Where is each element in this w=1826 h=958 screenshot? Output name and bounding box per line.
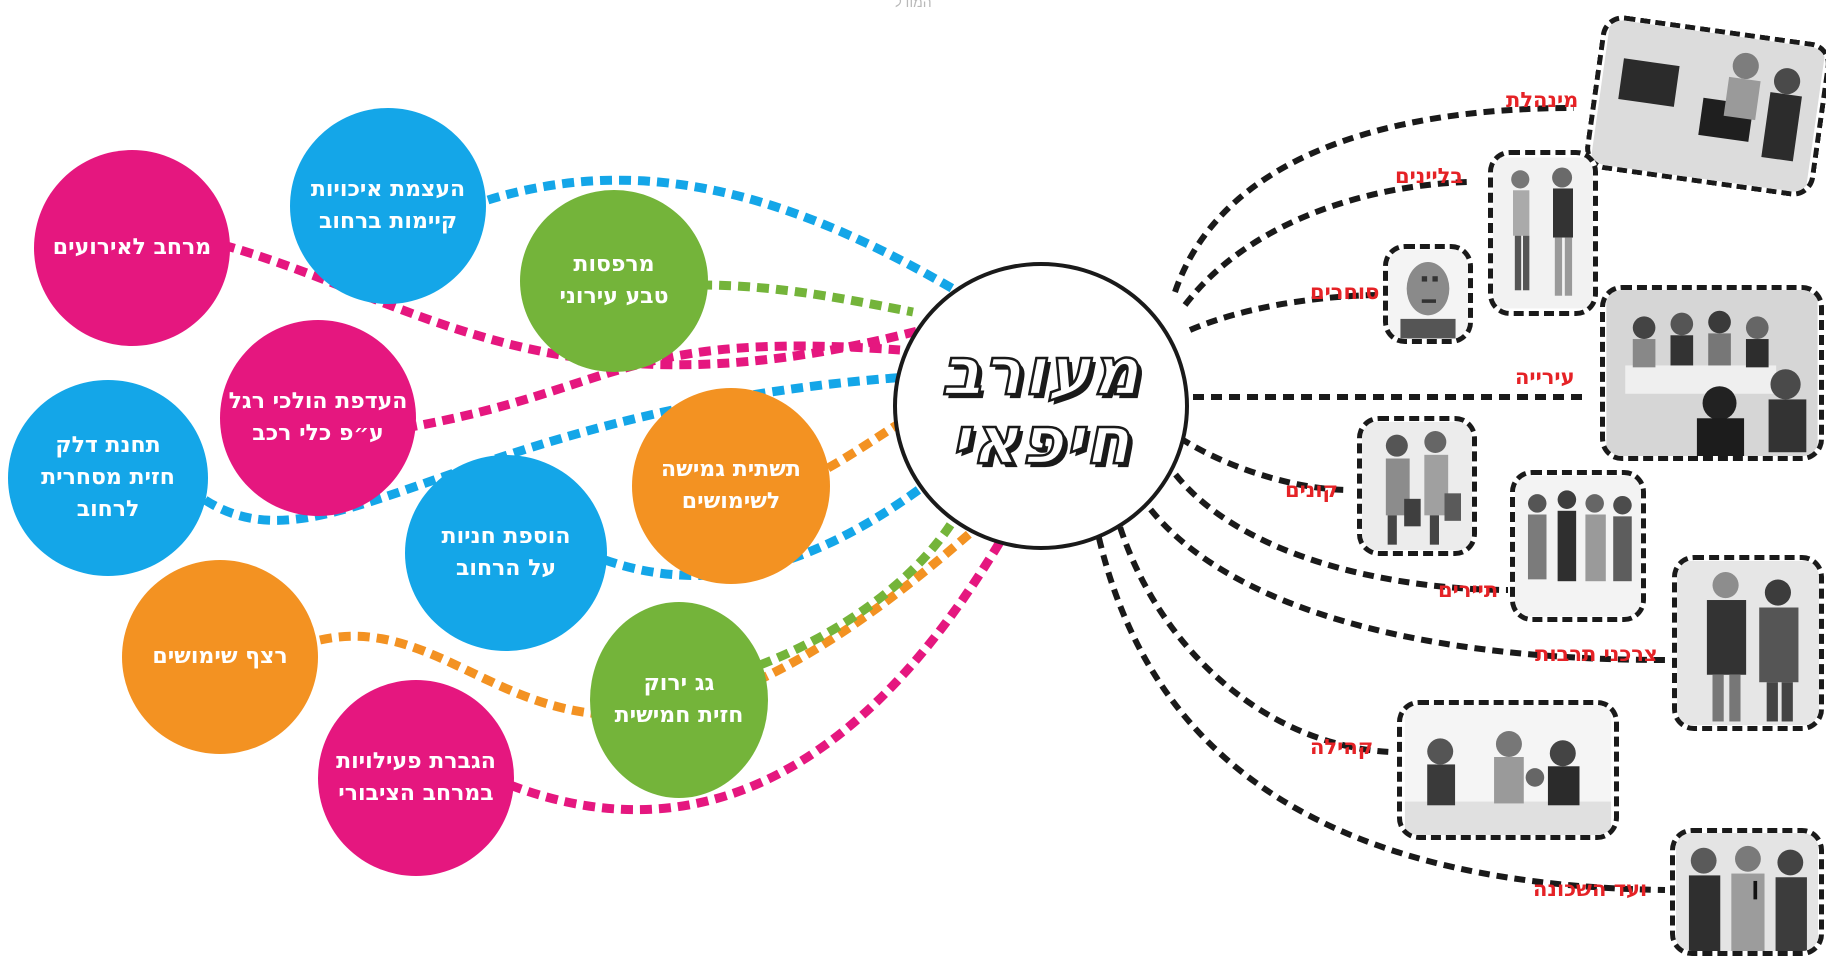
bubble-add-shops: הוספת חניות על הרחוב — [405, 455, 607, 651]
bubble-pedestrian-priority: העדפת הולכי רגל ע״פ כלי רכב — [220, 320, 416, 516]
center-hub-line1: מעורב — [940, 332, 1141, 410]
bubble-gas-station-line1: תחנת דלק — [55, 433, 161, 459]
photo-management — [1582, 12, 1826, 200]
stakeholder-label-municipality: עירייה — [1515, 365, 1575, 389]
bubble-pedestrian-priority-line2: ע״פ כלי רכב — [252, 421, 384, 446]
bubble-gas-station-line2: חזית מסחרית — [41, 465, 175, 491]
bubble-green-roof-line2: חזית חמישית — [614, 703, 744, 728]
connector-community — [1112, 509, 1391, 755]
bubble-strengthen-qualities: העצמת איכויות קיימות ברחוב — [290, 108, 486, 304]
merchant-face-icon — [1388, 249, 1468, 339]
bubble-gas-station-line3: לרחוב — [76, 496, 140, 522]
bubble-balconies-line2: טבע עירוני — [559, 284, 669, 309]
connector-green-roof — [758, 497, 970, 670]
photo-municipality — [1600, 285, 1824, 461]
photo-neighborhood-committee — [1670, 828, 1824, 956]
connector-accessible-infra — [825, 416, 908, 472]
photo-culture-consumers — [1672, 555, 1824, 731]
bubble-strengthen-qualities-line1: העצמת איכויות — [310, 177, 466, 203]
connector-strengthen-qualities — [486, 175, 958, 294]
municipality-meeting-icon — [1606, 290, 1818, 456]
stakeholder-label-entertainers: בליינים — [1395, 164, 1464, 188]
bubble-balconies-line1: מרפסות — [573, 252, 655, 278]
bubble-add-shops-line2: על הרחוב — [455, 556, 557, 581]
bubble-mixed-uses: רצף שימושים — [122, 560, 318, 754]
bubble-pedestrian-priority-line1: העדפת הולכי רגל — [228, 389, 408, 415]
center-hub: מעורב חיפאי — [893, 262, 1189, 550]
photo-entertainers — [1488, 150, 1598, 316]
bubble-public-activity: הגברת פעילויות במרחב הציבורי — [318, 680, 514, 876]
bubble-accessible-infra-line2: לשימושים — [681, 489, 781, 514]
bubble-events-space-label: מרחב לאירועים — [52, 235, 212, 261]
bubble-accessible-infra: תשתית גמישה לשימושים — [632, 388, 830, 584]
bubble-add-shops-line1: הוספת חניות — [441, 524, 571, 550]
bubble-mixed-uses-label: רצף שימושים — [152, 644, 288, 670]
photo-tourists — [1510, 470, 1646, 622]
bubble-balconies: מרפסות טבע עירוני — [520, 190, 708, 372]
connector-public-activity — [508, 522, 1014, 815]
stakeholder-label-culture-consumers: צרכני תרבות — [1535, 642, 1658, 666]
photo-community — [1397, 700, 1619, 840]
bubble-public-activity-line1: הגברת פעילויות — [336, 749, 496, 775]
top-caption: המודל — [894, 0, 932, 10]
management-people-icon — [1590, 18, 1826, 194]
community-picnic-icon — [1404, 705, 1612, 835]
connector-events-space — [221, 240, 942, 370]
culture-consumers-people-icon — [1677, 560, 1819, 726]
neighborhood-committee-people-icon — [1676, 833, 1818, 951]
bubble-public-activity-line2: במרחב הציבורי — [338, 781, 494, 806]
connector-shoppers — [1178, 435, 1351, 493]
bubble-accessible-infra-line1: תשתית גמישה — [661, 457, 801, 483]
stakeholder-label-tourists: תיירים — [1438, 578, 1499, 602]
bubble-strengthen-qualities-line2: קיימות ברחוב — [318, 209, 458, 234]
bubble-green-roof-line1: גג ירוק — [643, 671, 715, 697]
stakeholder-label-merchants: סוחרים — [1310, 280, 1380, 304]
connector-balconies — [699, 280, 914, 317]
connector-neighborhood-committee — [1092, 519, 1666, 893]
shoppers-people-icon — [1362, 421, 1472, 551]
stakeholder-label-neighborhood-committee: ועד השכונה — [1533, 877, 1648, 901]
entertainers-people-icon — [1493, 157, 1593, 309]
photo-merchants — [1383, 244, 1473, 344]
bubble-events-space: מרחב לאירועים — [34, 150, 230, 346]
stakeholder-label-community: קהילה — [1310, 735, 1374, 759]
connector-management — [1172, 105, 1575, 293]
photo-shoppers — [1357, 416, 1477, 556]
connector-merchants — [1188, 292, 1381, 333]
connector-mixed-uses — [319, 516, 988, 720]
stakeholder-label-management: מינהלת — [1506, 88, 1579, 112]
connector-tourists — [1162, 458, 1509, 593]
bubble-gas-station: תחנת דלק חזית מסחרית לרחוב — [8, 380, 208, 576]
tourists-group-icon — [1515, 475, 1641, 617]
connector-culture-consumers — [1137, 493, 1666, 663]
bubble-green-roof: גג ירוק חזית חמישית — [590, 602, 768, 798]
stakeholder-label-shoppers: קונים — [1285, 478, 1338, 502]
connector-entertainers — [1182, 179, 1469, 307]
center-hub-line2: חיפאי — [949, 402, 1132, 479]
